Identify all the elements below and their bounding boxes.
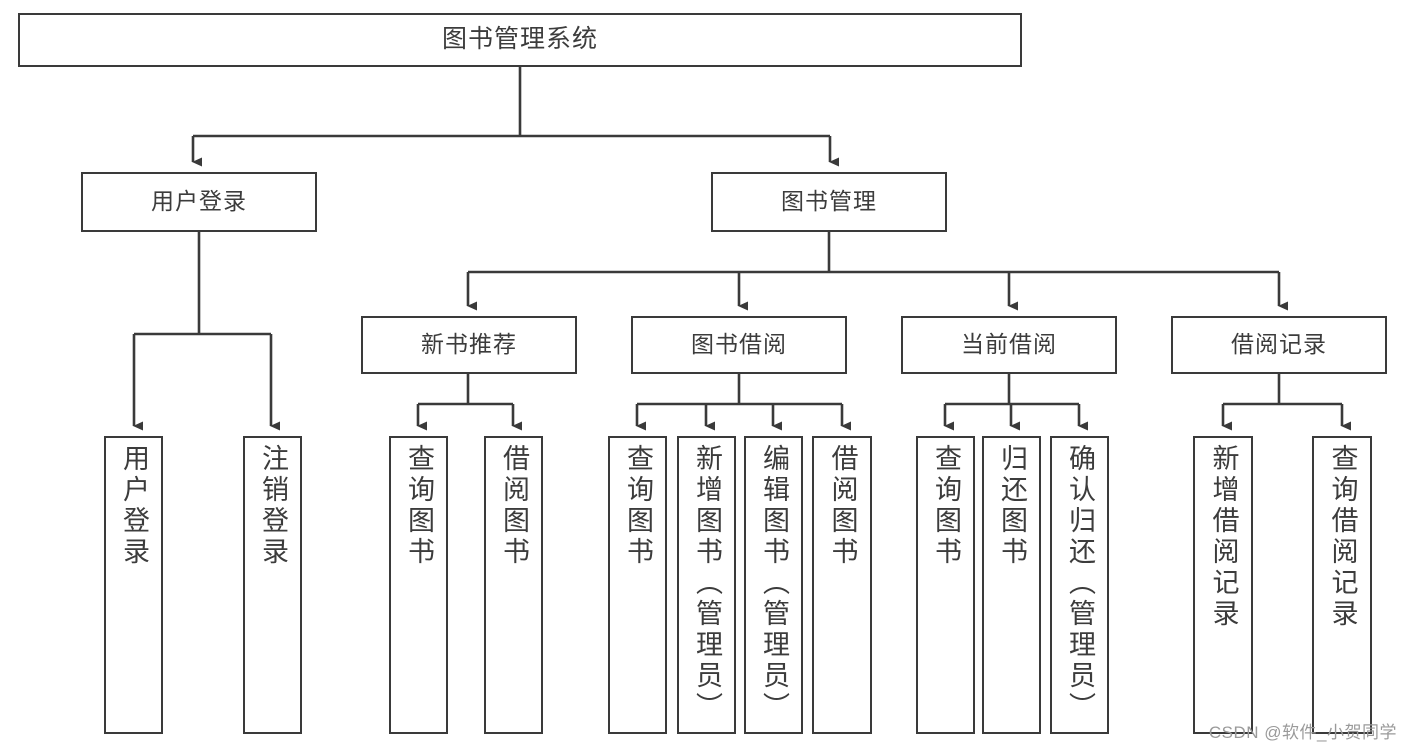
node-label: 注销登录 <box>258 444 288 568</box>
leaf-current-borrow-confirm-return[interactable]: 确认归还（管理员） <box>1050 436 1109 734</box>
leaf-book-borrow-query[interactable]: 查询图书 <box>608 436 667 734</box>
node-book-borrow[interactable]: 图书借阅 <box>631 316 847 374</box>
leaf-book-borrow-add[interactable]: 新增图书（管理员） <box>677 436 736 734</box>
node-label: 查询借阅记录 <box>1327 444 1358 630</box>
leaf-current-borrow-query[interactable]: 查询图书 <box>916 436 975 734</box>
leaf-new-book-query[interactable]: 查询图书 <box>389 436 448 734</box>
node-label: 编辑图书（管理员） <box>759 444 789 723</box>
leaf-borrow-record-query[interactable]: 查询借阅记录 <box>1312 436 1372 734</box>
node-label: 新书推荐 <box>421 331 517 358</box>
node-label: 当前借阅 <box>961 331 1057 358</box>
watermark-text: CSDN @软件_小贺同学 <box>1208 723 1397 742</box>
node-label: 借阅图书 <box>499 444 529 568</box>
leaf-book-borrow-edit[interactable]: 编辑图书（管理员） <box>744 436 803 734</box>
leaf-user-login-logout[interactable]: 注销登录 <box>243 436 302 734</box>
leaf-user-login-do-login[interactable]: 用户登录 <box>104 436 163 734</box>
node-label: 借阅图书 <box>827 444 858 568</box>
node-label: 借阅记录 <box>1231 331 1327 358</box>
node-label: 图书管理系统 <box>441 25 598 54</box>
leaf-current-borrow-return[interactable]: 归还图书 <box>982 436 1041 734</box>
node-label: 查询图书 <box>623 444 653 568</box>
node-new-book-recommend[interactable]: 新书推荐 <box>361 316 577 374</box>
node-current-borrow[interactable]: 当前借阅 <box>901 316 1117 374</box>
leaf-book-borrow-lend[interactable]: 借阅图书 <box>812 436 872 734</box>
leaf-borrow-record-add[interactable]: 新增借阅记录 <box>1193 436 1253 734</box>
node-label: 查询图书 <box>404 444 434 568</box>
node-label: 图书借阅 <box>691 331 787 358</box>
node-label: 归还图书 <box>997 444 1027 568</box>
node-label: 查询图书 <box>931 444 961 568</box>
node-label: 确认归还（管理员） <box>1065 444 1095 723</box>
node-root-system[interactable]: 图书管理系统 <box>18 13 1022 67</box>
node-label: 新增借阅记录 <box>1208 444 1239 630</box>
node-user-login[interactable]: 用户登录 <box>81 172 317 232</box>
node-label: 用户登录 <box>151 188 247 215</box>
node-borrow-record[interactable]: 借阅记录 <box>1171 316 1387 374</box>
node-label: 用户登录 <box>119 444 149 568</box>
node-book-management[interactable]: 图书管理 <box>711 172 947 232</box>
node-label: 新增图书（管理员） <box>692 444 722 723</box>
leaf-new-book-borrow[interactable]: 借阅图书 <box>484 436 543 734</box>
node-label: 图书管理 <box>781 188 877 215</box>
